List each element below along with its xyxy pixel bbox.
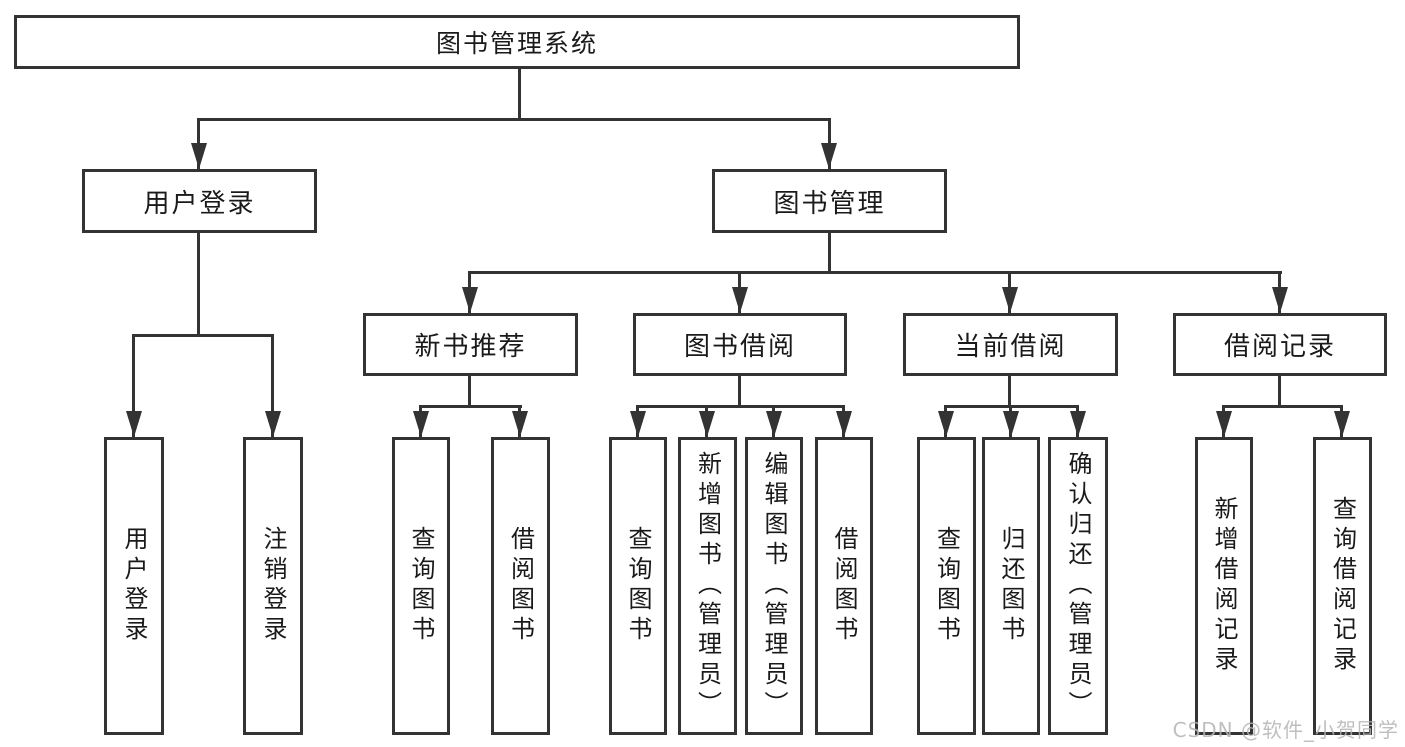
leaf-confirm-return-admin: 确认归还（管理员） (1048, 437, 1108, 735)
leaf-query-books-1: 查询图书 (392, 437, 450, 735)
connector-line (468, 376, 471, 408)
arrow-down-icon (699, 411, 715, 437)
node-root: 图书管理系统 (14, 15, 1020, 69)
connector-line (738, 376, 741, 408)
arrow-down-icon (821, 143, 837, 169)
node-book-management: 图书管理 (712, 169, 947, 233)
leaf-query-books-1-label: 查询图书 (407, 526, 435, 646)
leaf-query-books-2-label: 查询图书 (624, 526, 652, 646)
leaf-add-borrow-record: 新增借阅记录 (1195, 437, 1253, 735)
connector-line (518, 68, 521, 121)
connector-line (132, 334, 135, 437)
leaf-add-borrow-record-label: 新增借阅记录 (1210, 496, 1238, 676)
connector-line (198, 118, 831, 121)
leaf-add-book-admin: 新增图书（管理员） (678, 437, 737, 735)
connector-line (132, 334, 274, 337)
node-new-book-recommend-label: 新书推荐 (414, 332, 527, 362)
leaf-edit-book-admin: 编辑图书（管理员） (745, 437, 803, 735)
arrow-down-icon (126, 411, 142, 437)
leaf-borrow-books-1-label: 借阅图书 (506, 526, 535, 646)
arrow-down-icon (413, 411, 429, 437)
leaf-logout-label: 注销登录 (259, 526, 287, 646)
leaf-query-borrow-record: 查询借阅记录 (1313, 437, 1372, 735)
node-root-label: 图书管理系统 (435, 29, 598, 58)
leaf-borrow-books-1: 借阅图书 (491, 437, 550, 735)
arrow-down-icon (462, 287, 478, 313)
arrow-down-icon (1002, 287, 1018, 313)
leaf-query-borrow-record-label: 查询借阅记录 (1328, 496, 1357, 676)
connector-line (419, 405, 522, 408)
node-book-management-label: 图书管理 (773, 188, 886, 219)
arrow-down-icon (630, 411, 646, 437)
leaf-return-book: 归还图书 (982, 437, 1040, 735)
node-current-borrow-label: 当前借阅 (954, 332, 1067, 362)
arrow-down-icon (938, 411, 954, 437)
node-book-borrow-label: 图书借阅 (683, 332, 796, 362)
arrow-down-icon (1003, 411, 1019, 437)
leaf-borrow-books-2-label: 借阅图书 (830, 526, 858, 646)
leaf-user-login-label: 用户登录 (120, 526, 148, 646)
connector-line (197, 233, 200, 337)
connector-line (828, 233, 831, 274)
leaf-return-book-label: 归还图书 (997, 526, 1025, 646)
leaf-user-login: 用户登录 (104, 437, 164, 735)
leaf-logout: 注销登录 (243, 437, 303, 735)
node-current-borrow: 当前借阅 (903, 313, 1118, 376)
node-borrow-records-label: 借阅记录 (1223, 332, 1336, 362)
connector-line (271, 334, 274, 437)
leaf-query-books-3: 查询图书 (917, 437, 976, 735)
arrow-down-icon (191, 143, 207, 169)
connector-line (1278, 376, 1281, 408)
arrow-down-icon (836, 411, 852, 437)
leaf-add-book-admin-label: 新增图书（管理员） (693, 451, 722, 721)
connector-line (1222, 405, 1343, 408)
arrow-down-icon (1334, 411, 1350, 437)
arrow-down-icon (732, 287, 748, 313)
connector-line (468, 271, 1282, 274)
leaf-query-books-2: 查询图书 (609, 437, 667, 735)
connector-line (636, 405, 845, 408)
node-user-login: 用户登录 (82, 169, 317, 233)
node-new-book-recommend: 新书推荐 (363, 313, 578, 376)
leaf-query-books-3-label: 查询图书 (932, 526, 961, 646)
watermark: CSDN @软件_小贺同学 (1172, 718, 1399, 742)
node-borrow-records: 借阅记录 (1173, 313, 1387, 376)
leaf-edit-book-admin-label: 编辑图书（管理员） (760, 451, 788, 721)
connector-line (1008, 376, 1011, 408)
arrow-down-icon (1216, 411, 1232, 437)
arrow-down-icon (265, 411, 281, 437)
leaf-borrow-books-2: 借阅图书 (815, 437, 873, 735)
leaf-confirm-return-admin-label: 确认归还（管理员） (1064, 451, 1092, 721)
arrow-down-icon (1272, 287, 1288, 313)
node-user-login-label: 用户登录 (143, 188, 256, 219)
arrow-down-icon (512, 411, 528, 437)
arrow-down-icon (766, 411, 782, 437)
node-book-borrow: 图书借阅 (633, 313, 847, 376)
arrow-down-icon (1070, 411, 1086, 437)
